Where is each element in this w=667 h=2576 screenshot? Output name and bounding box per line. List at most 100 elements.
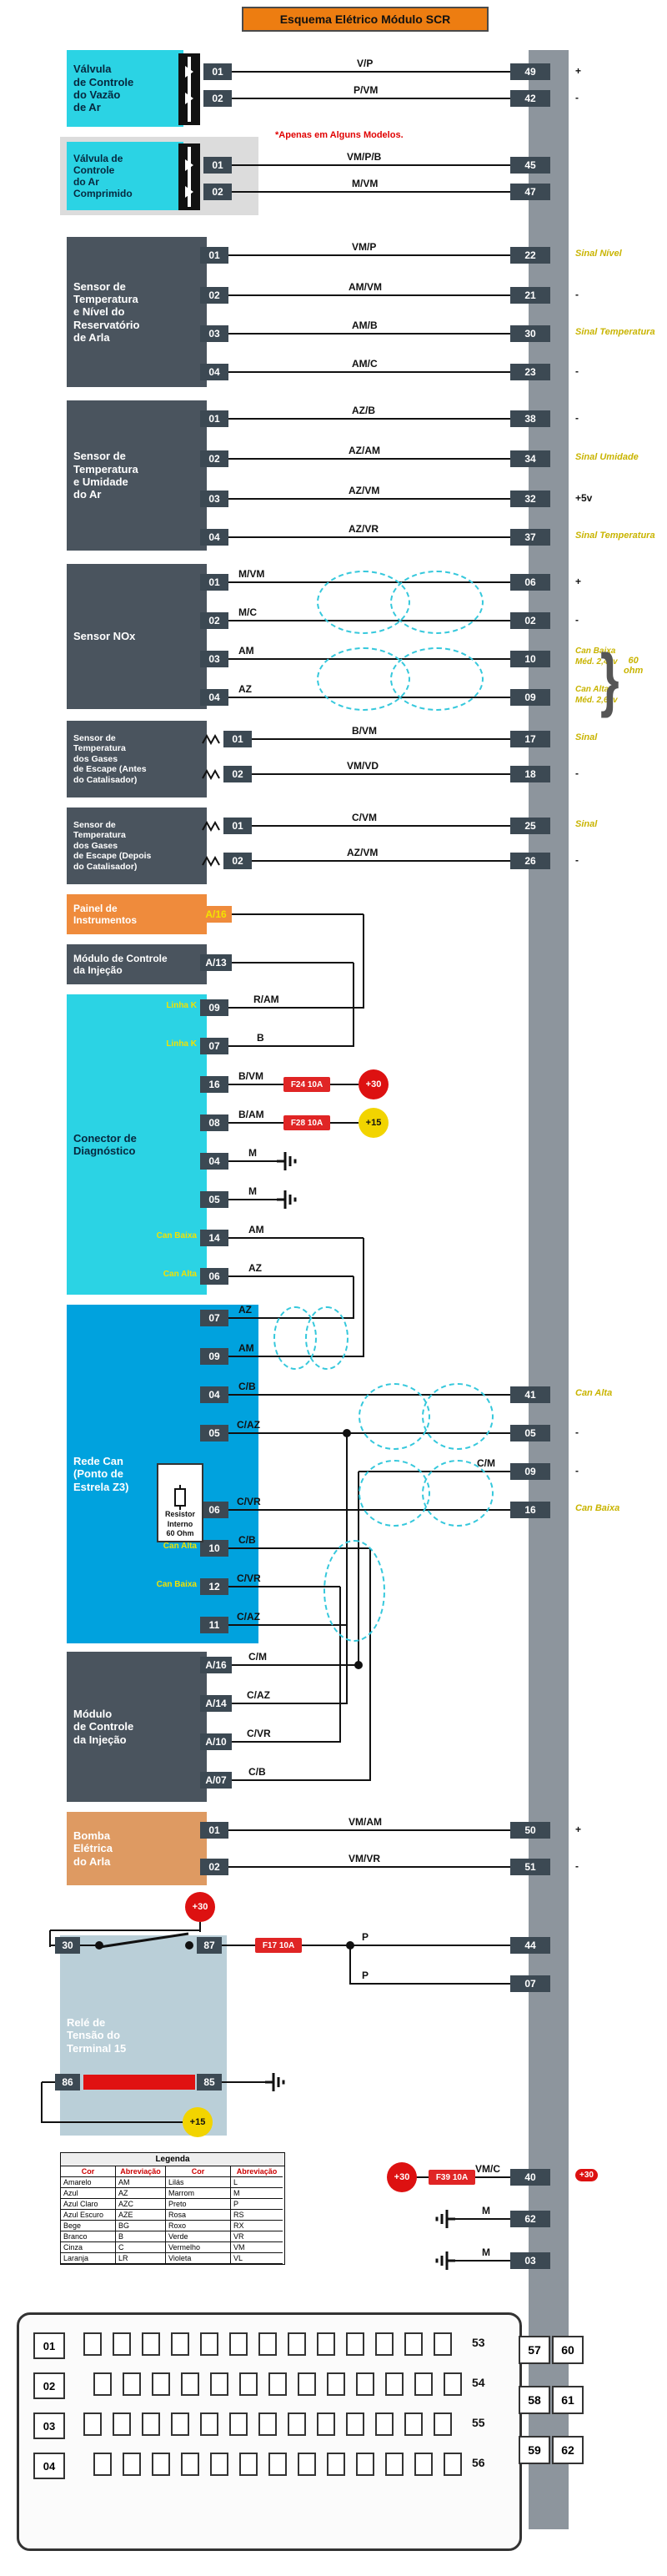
wire-segment: [232, 98, 510, 99]
connector-pin-slot: [434, 2412, 452, 2436]
module-pin: 47: [510, 184, 550, 200]
junction-dot: [343, 1429, 351, 1437]
module-pin-function: -: [575, 289, 579, 300]
legend-cell: RX: [231, 2221, 283, 2231]
module-pin: 03: [510, 2252, 550, 2269]
ground-icon: [434, 2207, 455, 2231]
pin-tab: 14: [200, 1230, 228, 1246]
pin-tab: A/16: [200, 906, 232, 923]
thermo-element-icon: [202, 855, 222, 867]
pin-tab: 03: [200, 651, 228, 667]
connector-pin-slot: [356, 2372, 374, 2396]
connector-pin-slot: [346, 2412, 364, 2436]
module-pin: 09: [510, 689, 550, 706]
connector-pin-slot: [317, 2332, 335, 2356]
pin-tab: 06: [200, 1268, 228, 1285]
module-pin-function: +: [575, 576, 582, 587]
pin-tab: 02: [203, 184, 232, 200]
fuse-label: F24 10A: [283, 1077, 330, 1092]
pin-tab: 01: [200, 247, 228, 264]
connector-pin-slot: [200, 2412, 218, 2436]
module-pin: 25: [510, 818, 550, 834]
fuse-label: F28 10A: [283, 1115, 330, 1130]
wire-segment: [252, 825, 510, 827]
box-bomba-eletrica-arla: Bomba Elétrica do Arla: [67, 1812, 207, 1885]
legend-cell: Amarelo: [61, 2177, 116, 2188]
module-pin-function: Can Baixa: [575, 1503, 620, 1513]
legend-cell: L: [231, 2177, 283, 2188]
twisted-pair-icon: [422, 1460, 494, 1527]
module-pin-function: -: [575, 365, 579, 377]
relay-coil: [83, 2075, 195, 2090]
module-pin: 18: [510, 766, 550, 782]
module-pin-function: -: [575, 614, 579, 626]
wire-segment: [228, 1199, 277, 1200]
legend-header-cell: Abreviação: [116, 2166, 166, 2177]
connector-pin-slot: [298, 2453, 316, 2476]
wire-color-label: C/M: [477, 1457, 495, 1469]
internal-resistor-box: Resistor Interno 60 Ohm: [157, 1463, 203, 1542]
legend-cell: Azul Escuro: [61, 2210, 116, 2221]
wire-color-label: AZ/VM: [349, 485, 380, 496]
module-pin: 05: [510, 1425, 550, 1441]
wire-color-label: M: [248, 1147, 257, 1159]
connector-pin-slot: [317, 2412, 335, 2436]
pin-tab: A/16: [200, 1657, 232, 1673]
wire-color-label: C/AZ: [237, 1611, 260, 1623]
wire-color-label: AM: [248, 1224, 264, 1235]
wire-segment: [228, 371, 510, 373]
pin-tab: 09: [200, 1348, 228, 1365]
wire-segment: [252, 738, 510, 740]
pin-tab: 87: [197, 1937, 222, 1954]
wire-segment: [228, 498, 510, 500]
module-pin-function: -: [575, 1465, 579, 1477]
connector-pin-slot: [375, 2332, 394, 2356]
junction-dot: [346, 1941, 354, 1950]
twisted-pair-icon: [323, 1540, 385, 1642]
wire-color-label: P: [362, 1970, 369, 1981]
valve-arrow-icon: [185, 159, 193, 171]
legend-cell: Azul Claro: [61, 2199, 116, 2210]
module-pin: 44: [510, 1937, 550, 1954]
legend-cell: Lilás: [166, 2177, 231, 2188]
wire-color-label: B/VM: [238, 1070, 263, 1082]
connector-pin-slot: [83, 2412, 102, 2436]
wire-color-label: AM/VM: [349, 281, 382, 293]
pin-tab: 02: [223, 853, 252, 869]
module-pin: 26: [510, 853, 550, 869]
wire-color-label: M: [248, 1185, 257, 1197]
pin-tab: 01: [203, 157, 232, 174]
wire-color-label: C/VM: [352, 812, 377, 823]
wire-segment: [353, 1276, 354, 1319]
pin-tab: A/13: [200, 954, 232, 971]
wire-segment: [50, 1929, 200, 1931]
plus30-node: +30: [359, 1069, 389, 1099]
wire-segment: [228, 458, 510, 460]
connector-pin-slot: [288, 2412, 306, 2436]
pin-tab: 02: [203, 90, 232, 107]
wire-segment: [353, 963, 354, 1047]
connector-pin-slot: [404, 2412, 423, 2436]
pin-tab: 04: [200, 689, 228, 706]
wire-color-label: M: [482, 2205, 490, 2216]
wire-color-label: AZ: [238, 683, 252, 695]
box-sensor-gases-depois: Sensor de Temperatura dos Gases de Escap…: [67, 808, 207, 884]
module-pin-function: +: [575, 65, 582, 77]
wire-segment: [199, 1922, 201, 1932]
wire-color-label: AZ/VR: [349, 523, 379, 535]
legend-title: Legenda: [61, 2153, 284, 2166]
wire-segment: [42, 2121, 183, 2123]
wire-color-label: AZ: [238, 1304, 252, 1316]
wire-color-label: AM/C: [352, 358, 378, 370]
module-pin: 10: [510, 651, 550, 667]
wire-color-label: C/B: [238, 1534, 256, 1546]
legend-cell: Rosa: [166, 2210, 231, 2221]
legend-header-cell: Cor: [166, 2166, 231, 2177]
connector-pin-slot: [346, 2332, 364, 2356]
module-pin-function: Sinal: [575, 819, 598, 829]
legend-cell: Vermelho: [166, 2242, 231, 2253]
connector-pin-slot: [93, 2453, 112, 2476]
pin-tab: 07: [200, 1310, 228, 1326]
legend-cell: AZE: [116, 2210, 166, 2221]
wire-segment: [228, 1624, 347, 1626]
